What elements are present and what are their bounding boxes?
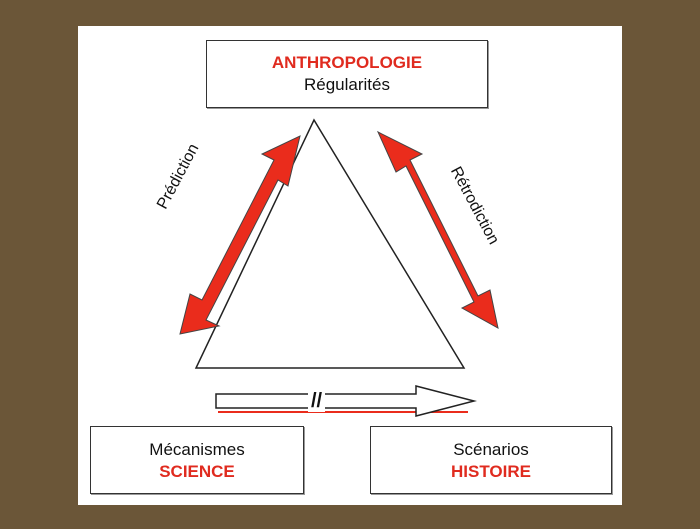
retrodiction-double-arrow <box>376 130 499 329</box>
separator-label: // <box>308 390 326 412</box>
mecanismes-label: Mécanismes <box>149 440 245 459</box>
histoire-box: Scénarios HISTOIRE <box>370 426 612 494</box>
central-triangle <box>194 118 466 369</box>
science-box: Mécanismes SCIENCE <box>90 426 304 494</box>
bottom-hollow-arrow <box>215 385 477 417</box>
histoire-title: HISTOIRE <box>451 462 531 481</box>
diagram-panel: // Prédiction Rétrodiction ANTHROPOLOGIE… <box>78 26 622 505</box>
science-title: SCIENCE <box>159 462 235 481</box>
scenarios-label: Scénarios <box>453 440 529 459</box>
regularites-subtitle: Régularités <box>304 75 390 94</box>
anthropologie-box: ANTHROPOLOGIE Régularités <box>206 40 488 108</box>
prediction-double-arrow <box>179 135 301 335</box>
diagram-shapes <box>179 118 499 417</box>
anthropologie-title: ANTHROPOLOGIE <box>271 53 423 72</box>
